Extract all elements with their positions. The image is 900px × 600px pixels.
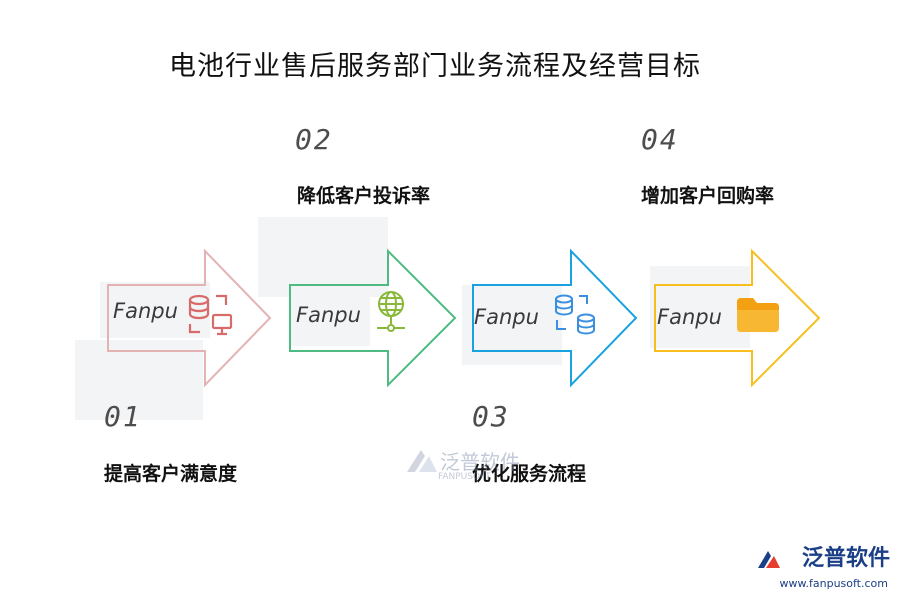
step-number: 04 xyxy=(641,123,679,156)
fanpu-watermark: Fanpu xyxy=(113,299,178,323)
step-number: 02 xyxy=(295,123,333,156)
globe-network-icon xyxy=(377,291,405,332)
database-sync-icon xyxy=(555,294,595,335)
bg-box xyxy=(650,266,750,348)
watermark-subtext: FANPUSOFT xyxy=(438,472,491,482)
step-label: 优化服务流程 xyxy=(472,463,587,485)
step-number: 03 xyxy=(472,400,510,433)
bg-box xyxy=(75,340,203,420)
bg-box xyxy=(258,217,388,297)
step-number: 01 xyxy=(104,400,142,433)
brand-url: www.fanpusoft.com xyxy=(779,577,888,590)
arrow-step-3 xyxy=(472,248,638,388)
brand-logo-icon xyxy=(758,551,780,568)
arrow-step-1 xyxy=(107,248,272,388)
fanpu-watermark: Fanpu xyxy=(296,303,361,327)
step-label: 提高客户满意度 xyxy=(104,463,238,485)
step-label: 降低客户投诉率 xyxy=(297,185,431,207)
folder-icon xyxy=(737,298,779,332)
brand-name: 泛普软件 xyxy=(801,546,890,571)
arrow-step-4 xyxy=(654,248,821,388)
page-title: 电池行业售后服务部门业务流程及经营目标 xyxy=(169,51,701,82)
fanpu-watermark: Fanpu xyxy=(657,305,722,329)
database-monitor-icon xyxy=(188,294,233,336)
watermark-text: 泛普软件 xyxy=(440,450,520,474)
watermark-logo-icon xyxy=(407,450,437,472)
fanpu-watermark: Fanpu xyxy=(474,305,539,329)
step-label: 增加客户回购率 xyxy=(641,185,775,207)
arrow-step-2 xyxy=(289,248,457,388)
bg-box xyxy=(290,292,370,346)
